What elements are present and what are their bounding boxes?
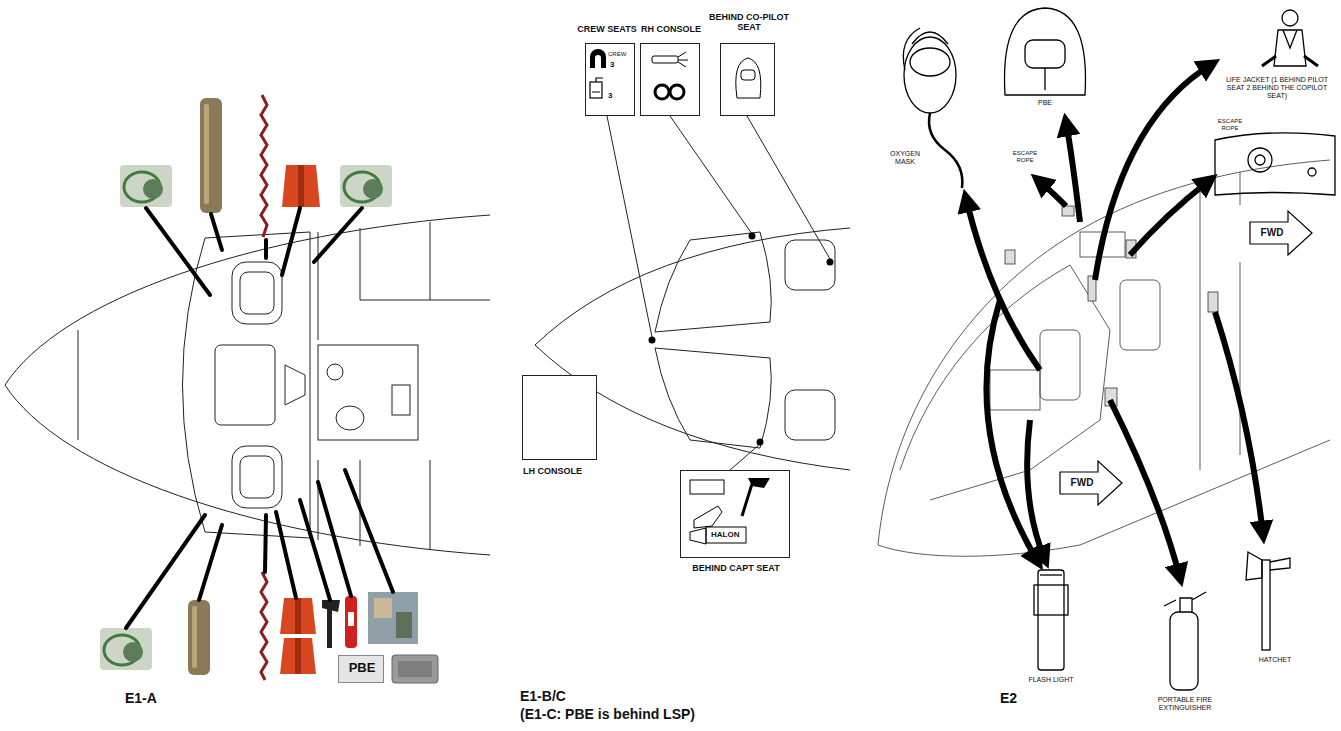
figure-caption: E2 (1000, 690, 1017, 706)
location-heading: BEHIND CO-PILOT SEAT (704, 12, 794, 33)
equipment-photos (100, 95, 438, 683)
item-label: FLASH LIGHT (1021, 676, 1081, 684)
item-label: HATCHET (1250, 656, 1300, 664)
item-label: ESCAPE ROPE (1210, 118, 1250, 132)
figure-note: (E1-C: PBE is behind LSP) (520, 706, 695, 722)
item-label: OXYGEN MASK (883, 150, 927, 166)
item-label: PBE (1033, 99, 1057, 107)
leader-lines (126, 208, 393, 628)
location-box: LH CONSOLE (522, 375, 597, 460)
figure-caption: E1-B/C (520, 688, 566, 704)
location-heading: RH CONSOLE (631, 24, 711, 34)
item-label: PORTABLE FIRE EXTINGUISHER (1145, 696, 1225, 712)
location-heading: BEHIND CAPT SEAT (671, 563, 801, 573)
leader-lines (607, 116, 830, 470)
item-label: HALON (711, 530, 739, 539)
item-arrows (966, 64, 1263, 578)
figure-caption: E1-A (125, 690, 157, 706)
location-box: RH CONSOLE (640, 43, 700, 116)
location-box: BEHIND CO-PILOT SEAT (720, 43, 775, 116)
item-label: CREW (608, 51, 626, 58)
location-dots (649, 233, 834, 446)
equipment-drawings (903, 8, 1335, 690)
cockpit-plan (5, 215, 490, 555)
item-count: 3 (608, 91, 612, 100)
item-count: 3 (610, 60, 614, 69)
location-box: HALONBEHIND CAPT SEAT (680, 470, 790, 558)
fwd-arrows (1060, 211, 1312, 505)
location-heading: CREW SEATS (572, 24, 642, 34)
direction-label: FWD (1065, 477, 1099, 489)
item-label: LIFE JACKET (1 BEHIND PILOT SEAT 2 BEHIN… (1218, 76, 1336, 100)
item-label: ESCAPE ROPE (1005, 150, 1045, 164)
location-box: CREW SEATSCREW33 (585, 43, 635, 116)
cockpit-perspective (878, 160, 1330, 556)
direction-label: FWD (1255, 227, 1289, 239)
pbe-box: PBE (338, 655, 384, 683)
location-heading: LH CONSOLE (523, 466, 582, 476)
item-label: PBE (339, 661, 385, 676)
